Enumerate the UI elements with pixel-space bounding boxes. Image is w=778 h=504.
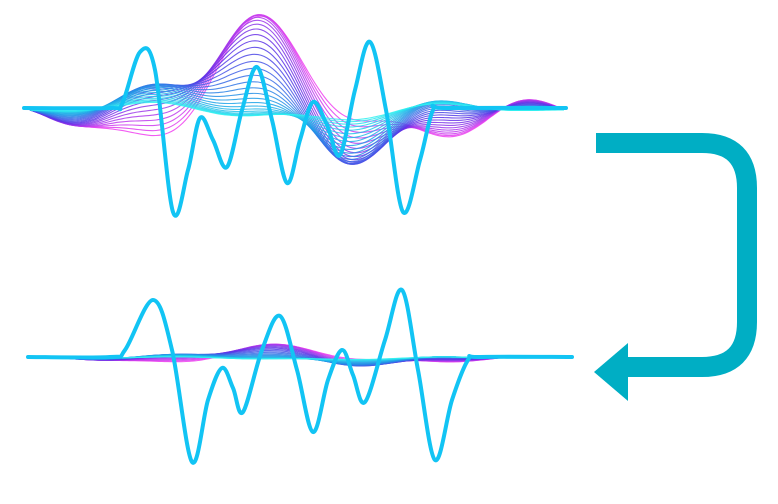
noisy-signal-line: [22, 39, 568, 218]
wave-strand: [29, 23, 565, 154]
wave-strand: [29, 15, 565, 138]
wave-strand: [29, 28, 565, 158]
arrow-head: [594, 343, 628, 401]
wave-strand: [29, 14, 565, 137]
wave-strand: [29, 19, 565, 149]
wave-strand: [29, 14, 565, 139]
noisy-wave-bundle: [29, 13, 565, 165]
clean-signal-line: [26, 287, 574, 465]
wave-strand: [29, 16, 565, 144]
arrow-shaft: [596, 133, 757, 377]
wave-strand: [29, 13, 565, 135]
return-arrow-icon: [594, 133, 757, 401]
